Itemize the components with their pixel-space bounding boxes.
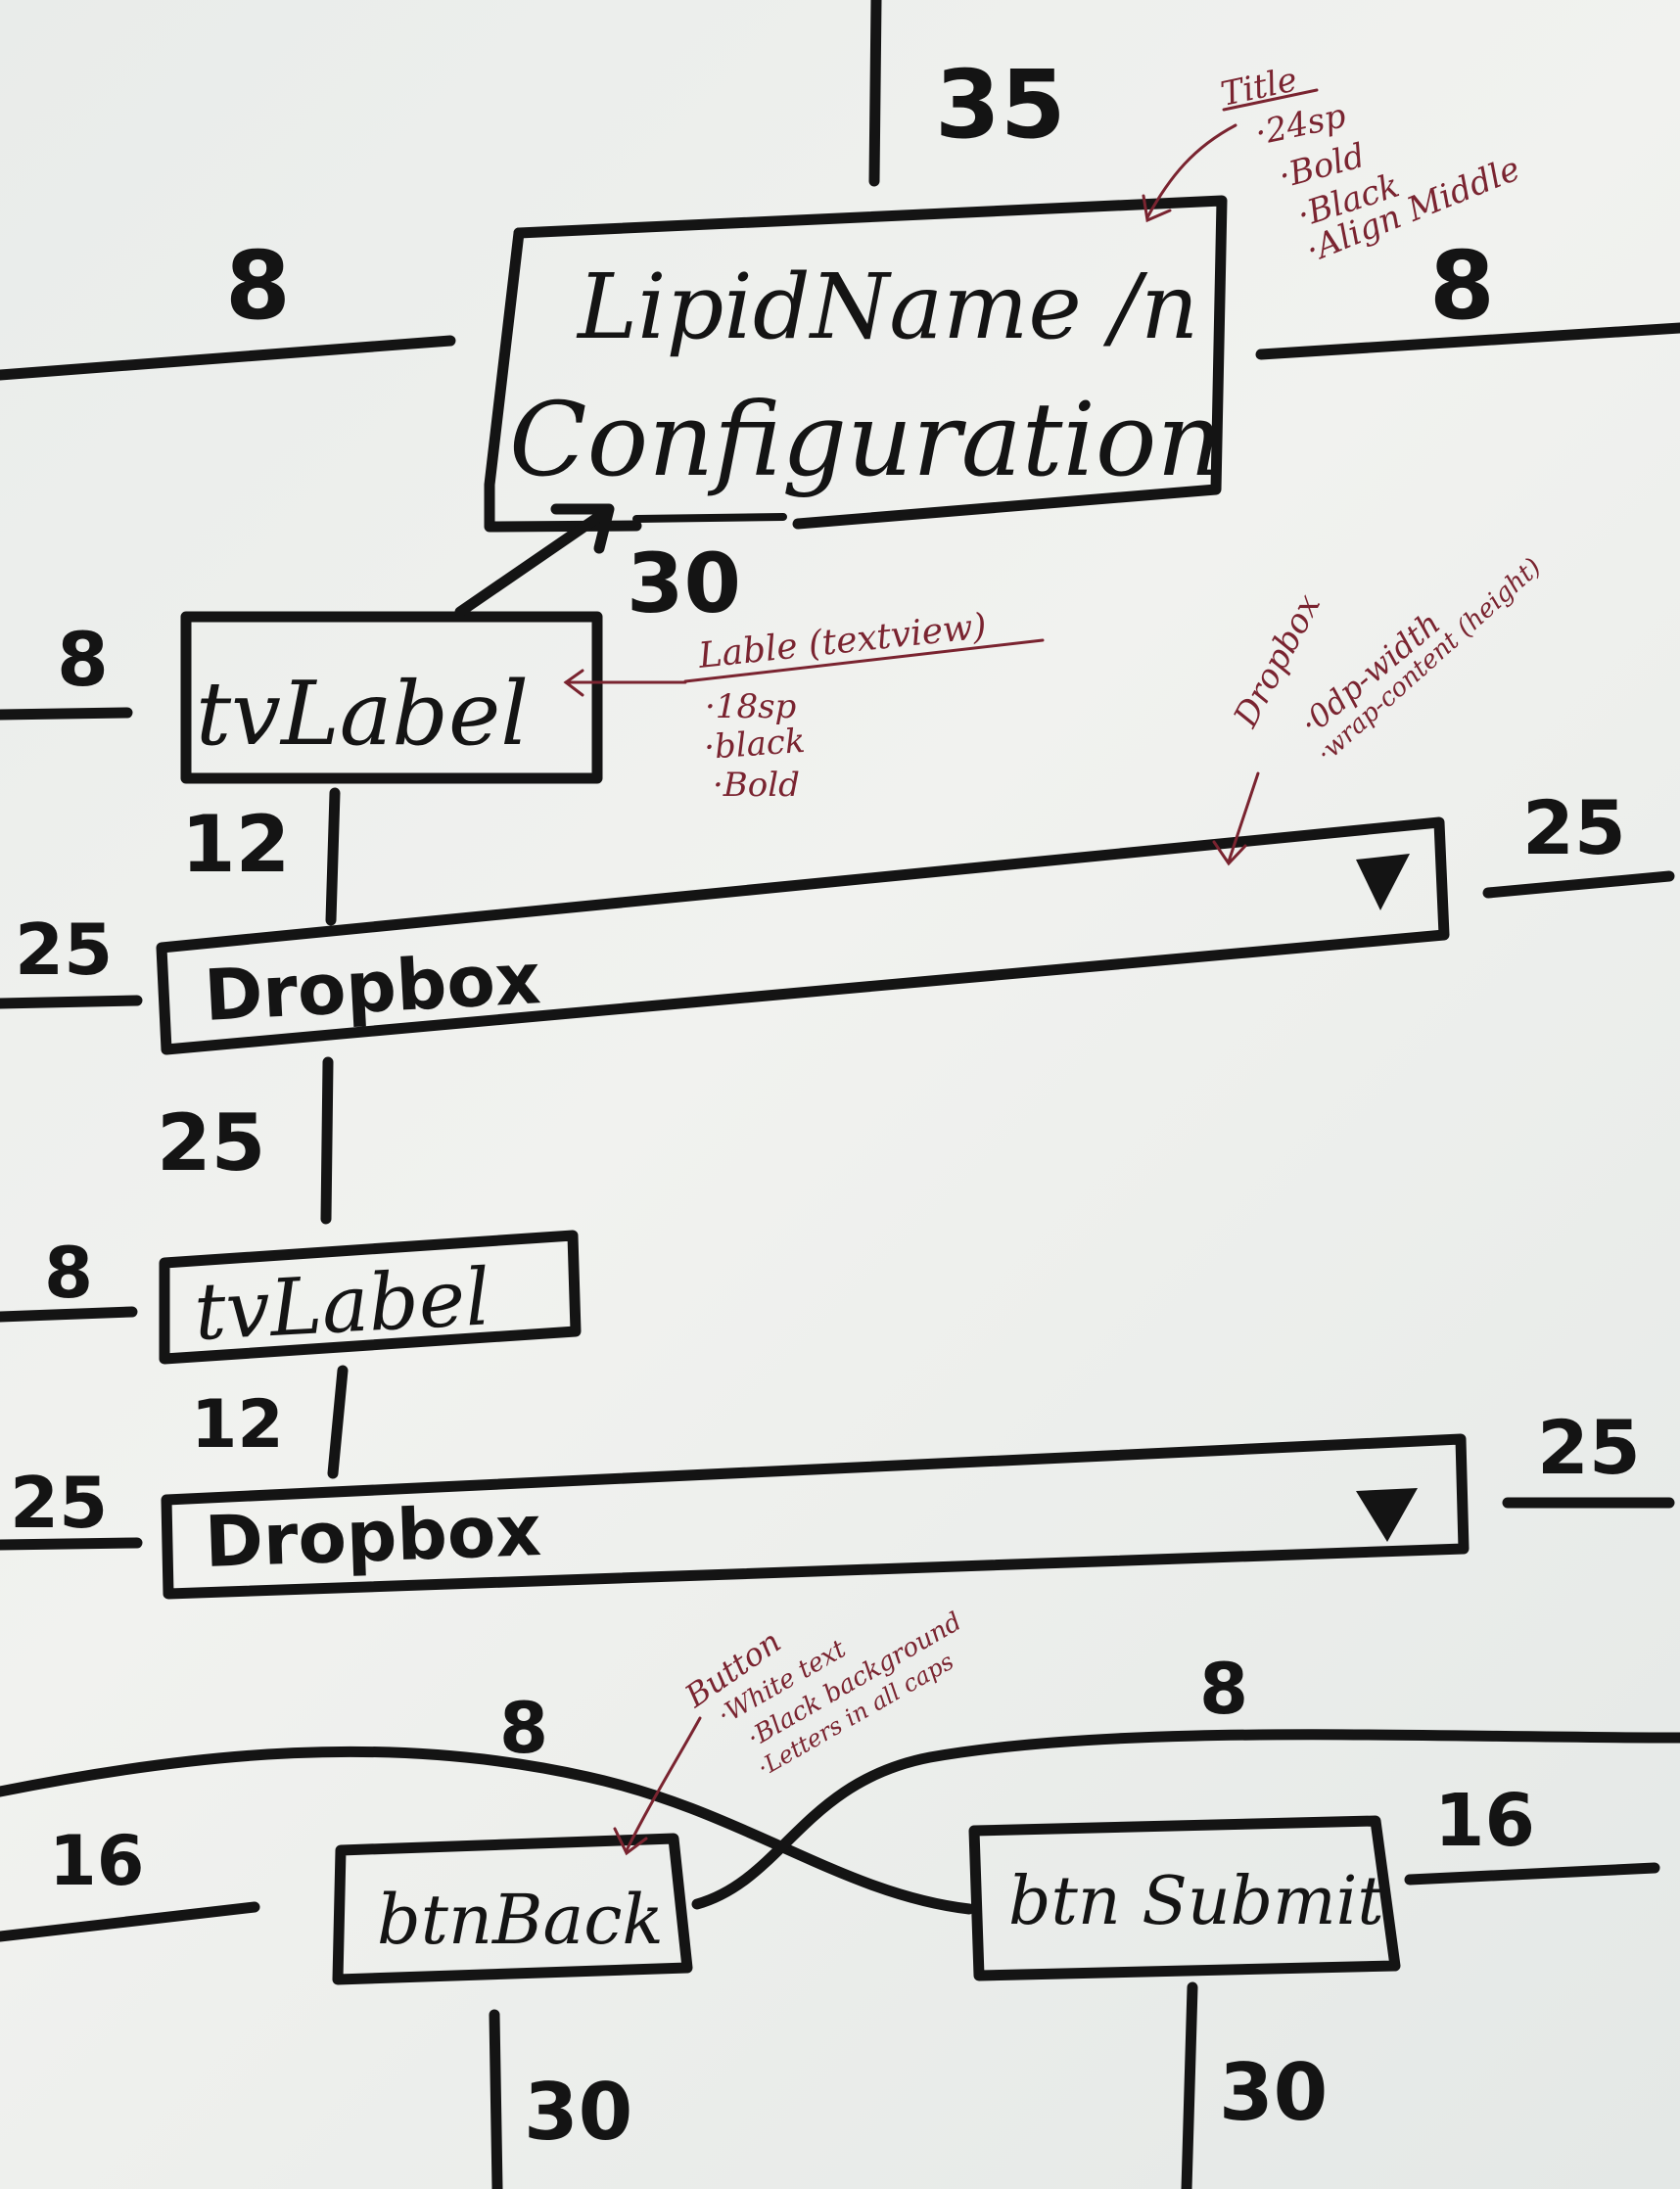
dropbox-1-chevron-down-icon[interactable] bbox=[1356, 854, 1410, 910]
btn-back-box[interactable] bbox=[332, 1833, 693, 1985]
title-bottom-margin-value: 30 bbox=[627, 536, 741, 631]
dropbox-note-arrowhead bbox=[1212, 840, 1247, 866]
dropbox-1-box[interactable] bbox=[156, 816, 1450, 1055]
dropbox-2-box[interactable] bbox=[161, 1433, 1470, 1600]
btn-submit-bottom-line bbox=[1181, 1981, 1198, 2189]
btn-back-left-margin-value: 16 bbox=[49, 1821, 144, 1901]
dropbox-note-arrow bbox=[1227, 771, 1260, 863]
button-note-arrow bbox=[625, 1716, 702, 1852]
title-line-2: Configuration bbox=[509, 380, 1222, 499]
title-right-margin-line bbox=[1255, 322, 1680, 360]
title-left-margin-line bbox=[0, 335, 456, 381]
tvlabel-2-gap-value: 12 bbox=[191, 1386, 284, 1464]
dropbox-note-item-2: ·wrap-content (height) bbox=[1312, 552, 1548, 768]
btn-cross-left-value: 8 bbox=[499, 1687, 548, 1769]
label-note-item-2: ·black bbox=[703, 722, 807, 768]
btn-submit-bottom-value: 30 bbox=[1219, 2047, 1328, 2138]
dropbox-1-left-margin-value: 25 bbox=[15, 908, 113, 991]
btn-back-bottom-line bbox=[489, 2009, 503, 2189]
tvlabel-2-gap-line bbox=[327, 1365, 349, 1479]
btn-cross-connector-left bbox=[0, 1746, 975, 1915]
title-bottom-underline bbox=[632, 513, 787, 523]
tvlabel-2-left-margin-line bbox=[0, 1306, 138, 1323]
tvlabel-1-text: tvLabel bbox=[196, 663, 529, 766]
btn-cross-connector-right bbox=[691, 1729, 1680, 1910]
btn-submit-right-margin-line bbox=[1404, 1862, 1660, 1886]
btn-submit-text[interactable]: btn Submit bbox=[1008, 1863, 1384, 1940]
tvlabel-1-left-margin-value: 8 bbox=[57, 616, 109, 703]
dropbox-1-gap-line bbox=[320, 1056, 334, 1225]
tvlabel-1-arrow bbox=[454, 505, 613, 618]
label-note-arrowhead bbox=[563, 669, 584, 697]
title-note-heading: Title bbox=[1218, 60, 1301, 114]
title-line-1: LipidName /n bbox=[576, 255, 1198, 359]
dropbox-1-gap-value: 25 bbox=[157, 1097, 265, 1188]
tvlabel-2-box bbox=[159, 1230, 582, 1365]
tvlabel-1-arrowhead bbox=[550, 503, 615, 554]
title-note-underline bbox=[1222, 88, 1319, 112]
title-box-left bbox=[484, 227, 642, 533]
tvlabel-1-gap-line bbox=[325, 787, 341, 926]
dropbox-1-left-margin-line bbox=[0, 995, 143, 1009]
label-note-item-3: ·Bold bbox=[713, 766, 800, 805]
tvlabel-2-text: tvLabel bbox=[192, 1251, 492, 1358]
tvlabel-1-left-margin-line bbox=[0, 707, 133, 721]
dropbox-2-right-margin-value: 25 bbox=[1537, 1404, 1641, 1491]
btn-submit-box[interactable] bbox=[968, 1815, 1401, 1981]
top-margin-line bbox=[868, 0, 882, 187]
dropbox-1-right-margin-line bbox=[1482, 870, 1675, 899]
button-note-arrowhead bbox=[613, 1827, 648, 1856]
btn-back-text[interactable]: btnBack bbox=[377, 1880, 664, 1960]
tvlabel-2-left-margin-value: 8 bbox=[44, 1232, 93, 1314]
btn-cross-right-value: 8 bbox=[1199, 1648, 1248, 1730]
dropbox-2-chevron-down-icon[interactable] bbox=[1356, 1488, 1418, 1542]
label-note-underline bbox=[683, 638, 1045, 683]
title-note-arrowhead bbox=[1142, 194, 1172, 223]
btn-submit-right-margin-value: 16 bbox=[1434, 1779, 1535, 1863]
title-right-margin-value: 8 bbox=[1429, 231, 1495, 341]
dropbox-2-text[interactable]: Dropbox bbox=[204, 1489, 542, 1583]
title-left-margin-value: 8 bbox=[225, 231, 291, 341]
title-box-top-right bbox=[513, 195, 1228, 530]
top-margin-value: 35 bbox=[935, 50, 1066, 160]
title-note-arrow bbox=[1145, 123, 1237, 219]
label-note-item-1: ·18sp bbox=[705, 687, 796, 726]
dropbox-2-left-margin-line bbox=[0, 1537, 143, 1551]
btn-back-bottom-value: 30 bbox=[524, 2067, 632, 2158]
btn-back-left-margin-line bbox=[0, 1901, 260, 1942]
tvlabel-1-gap-value: 12 bbox=[181, 799, 290, 890]
dropbox-2-left-margin-value: 25 bbox=[10, 1462, 108, 1544]
tvlabel-1-box bbox=[180, 611, 603, 784]
dropbox-1-text[interactable]: Dropbox bbox=[202, 937, 542, 1037]
dropbox-1-right-margin-value: 25 bbox=[1522, 784, 1626, 871]
